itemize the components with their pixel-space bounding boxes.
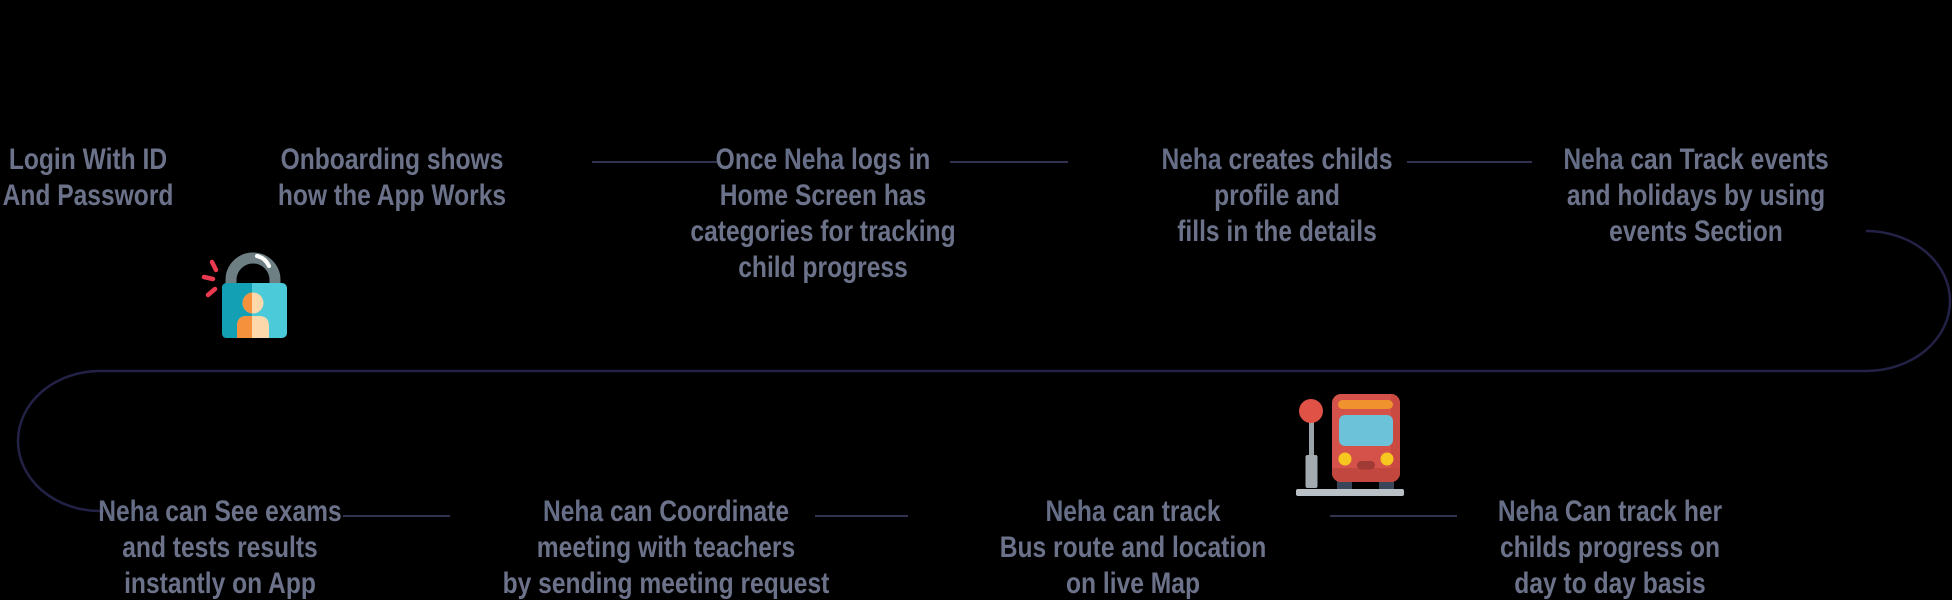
- step-line: meeting with teachers: [536, 531, 796, 564]
- step-line: instantly on App: [124, 567, 316, 600]
- bus-wheel: [1379, 479, 1394, 490]
- step-line: Onboarding shows: [280, 143, 504, 176]
- step-line: Neha can Coordinate: [542, 495, 790, 528]
- step-line: Neha Can track her: [1497, 495, 1723, 528]
- bus-headlight: [1338, 452, 1352, 466]
- bus-side-shade: [1391, 394, 1400, 482]
- emphasis-word: Neha: [784, 143, 845, 176]
- lock-icon: [201, 252, 287, 338]
- bus-bumper: [1332, 468, 1400, 482]
- emphasis-word: Neha: [1045, 495, 1106, 528]
- step-line: Neha can See exams: [98, 495, 342, 528]
- step-line: day to day basis: [1514, 567, 1706, 600]
- bus-body: [1332, 394, 1400, 482]
- connector-line: [343, 515, 450, 517]
- lock-body: [222, 283, 287, 338]
- step-line: And Password: [2, 179, 174, 212]
- emphasis-word: Neha: [98, 495, 159, 528]
- step-line: categories for tracking: [690, 215, 956, 248]
- step-line: childs progress on: [1499, 531, 1721, 564]
- step-line: Home Screen has: [719, 179, 927, 212]
- step-line: on live Map: [1066, 567, 1200, 600]
- emphasis-word: Neha: [542, 495, 604, 528]
- step-line: Login With ID: [8, 143, 168, 176]
- step-line: Neha can Track events: [1563, 143, 1829, 176]
- step-line: fills in the details: [1177, 215, 1377, 248]
- bus-stop-icon: [1296, 394, 1404, 496]
- bus-wheel: [1337, 479, 1352, 490]
- step-line: profile and: [1214, 179, 1340, 212]
- bus-stop-sign: [1299, 399, 1323, 423]
- lock-body-shade: [222, 283, 252, 338]
- bus-windshield: [1339, 415, 1393, 446]
- connector-line: [815, 515, 908, 517]
- step-line: by sending meeting request: [502, 567, 830, 600]
- lock-shackle-highlight: [255, 254, 271, 268]
- step-line: child progress: [738, 251, 908, 284]
- step-line: Once Neha logs in: [715, 143, 931, 176]
- emphasis-word: Neha: [1563, 143, 1624, 176]
- step-line: and tests results: [122, 531, 318, 564]
- bus-sign-pole: [1309, 421, 1314, 488]
- person-icon: [237, 292, 269, 338]
- bus-sign-pole-base: [1305, 455, 1318, 488]
- step-line: Bus route and location: [999, 531, 1267, 564]
- bus-grille: [1357, 461, 1375, 470]
- step-line: Neha creates childs: [1161, 143, 1393, 176]
- step-line: events Section: [1609, 215, 1783, 248]
- connector-line: [1407, 161, 1532, 163]
- step-line: and holidays by using: [1566, 179, 1826, 212]
- connector-line: [950, 161, 1068, 163]
- emphasis-word: Neha: [1161, 143, 1222, 176]
- connector-line: [592, 161, 717, 163]
- bus-roof-band: [1338, 400, 1393, 409]
- connector-line: [1330, 515, 1457, 517]
- emphasis-word: Neha: [1497, 495, 1559, 528]
- bus-headlight: [1380, 452, 1394, 466]
- alert-marks-icon: [201, 259, 219, 298]
- step-line: Neha can track: [1045, 495, 1221, 528]
- step-line: how the App Works: [277, 179, 507, 212]
- lock-shackle: [225, 252, 281, 296]
